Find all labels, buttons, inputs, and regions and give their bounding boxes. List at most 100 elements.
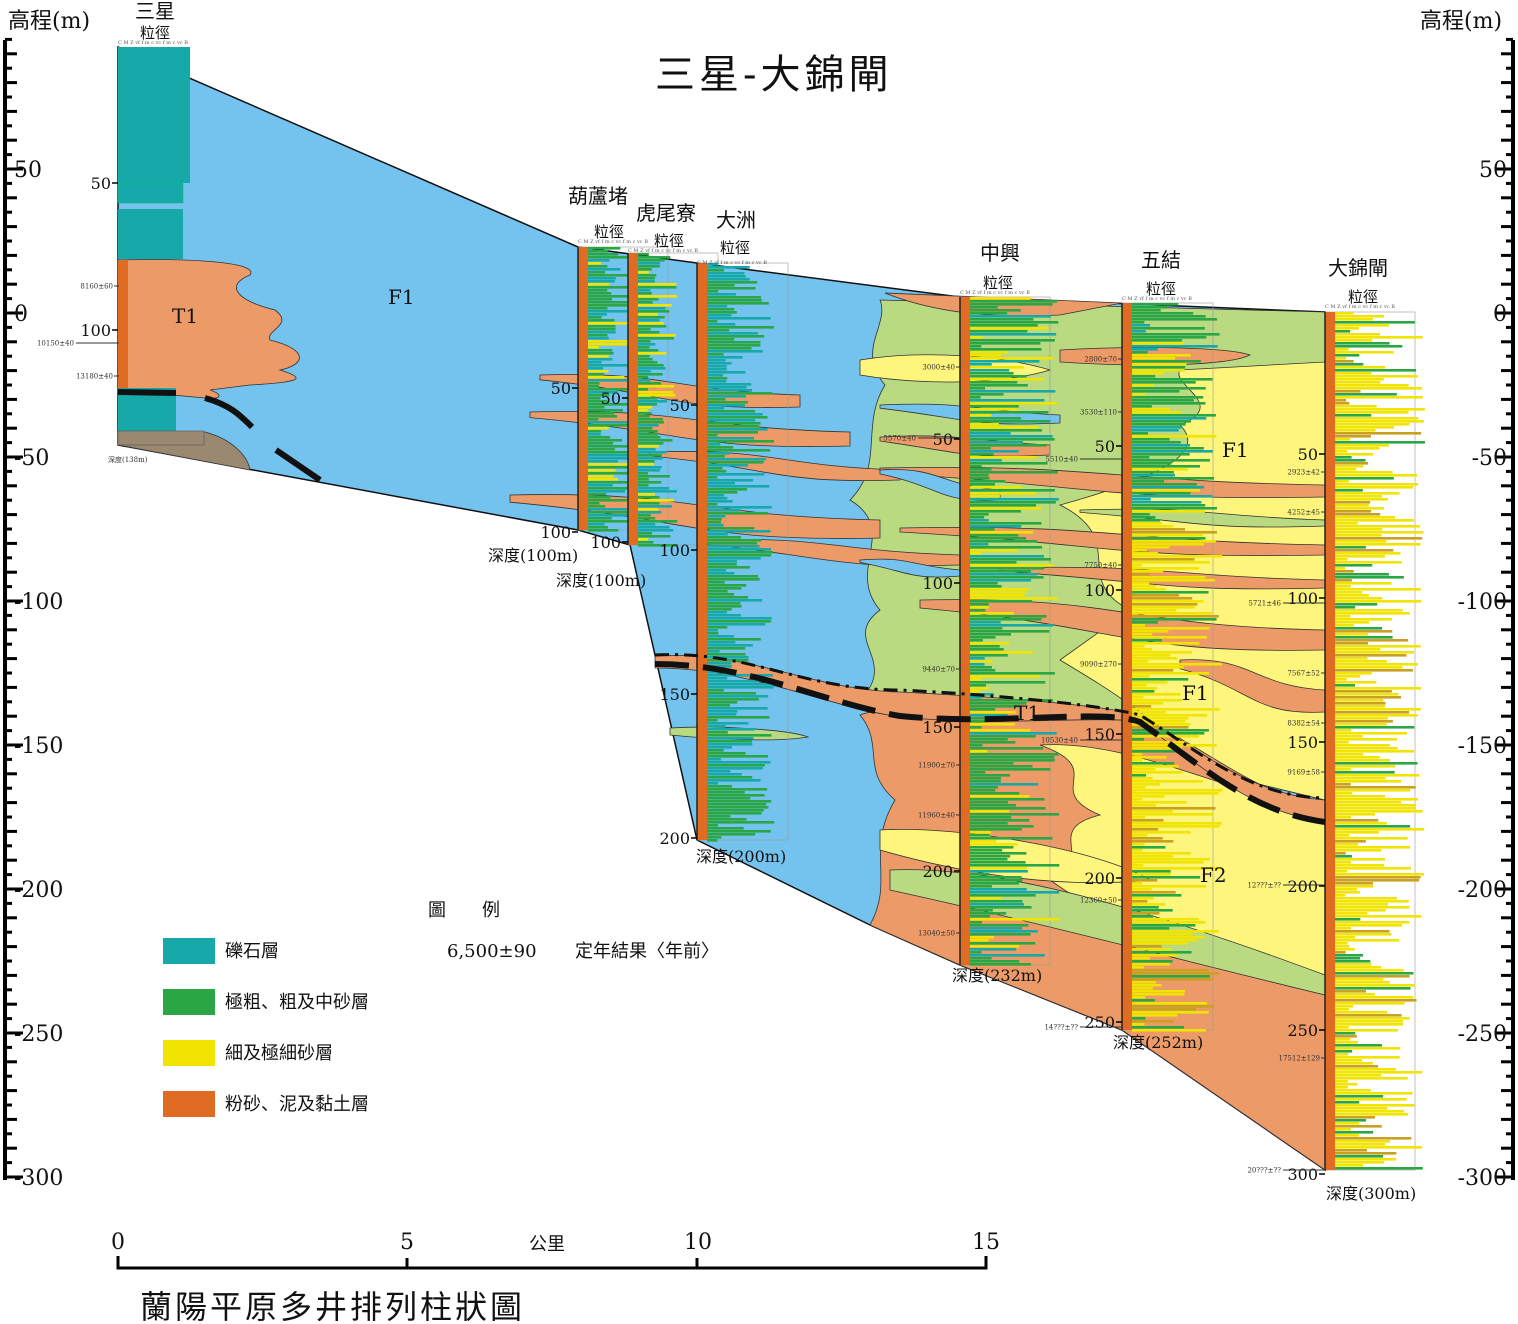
log-bar bbox=[1335, 555, 1385, 558]
log-bar bbox=[638, 403, 657, 406]
log-bar bbox=[638, 361, 658, 364]
depth-tick-label: 200 bbox=[1084, 869, 1115, 888]
log-bar bbox=[638, 343, 656, 346]
log-bar bbox=[1132, 810, 1173, 813]
log-bar bbox=[588, 460, 618, 463]
log-bar bbox=[588, 289, 608, 292]
left-axis-tick-label: -250 bbox=[14, 1022, 63, 1047]
log-bar bbox=[1335, 1161, 1385, 1164]
log-bar bbox=[1335, 1152, 1397, 1155]
log-bar bbox=[638, 394, 676, 397]
log-bar bbox=[638, 325, 667, 328]
log-bar bbox=[1335, 993, 1375, 996]
log-bar bbox=[1335, 699, 1384, 702]
log-bar bbox=[1335, 852, 1346, 855]
log-bar bbox=[1335, 414, 1372, 417]
log-bar bbox=[1335, 948, 1355, 951]
log-bar bbox=[1132, 627, 1210, 630]
log-bar bbox=[1335, 1098, 1407, 1101]
log-bar bbox=[1335, 363, 1364, 366]
log-bar bbox=[707, 536, 741, 539]
grain-size-scale: C M Z vf f m c vc f m c vc B bbox=[1122, 296, 1192, 302]
radiocarbon-date: 10530±40 bbox=[1041, 737, 1078, 745]
log-bar bbox=[1132, 327, 1205, 330]
log-bar bbox=[1132, 1023, 1145, 1026]
log-bar bbox=[1335, 783, 1351, 786]
log-bar bbox=[970, 672, 1055, 675]
log-bar bbox=[588, 403, 630, 406]
log-bar bbox=[970, 690, 981, 693]
log-bar bbox=[1132, 897, 1154, 900]
log-bar bbox=[970, 645, 1000, 648]
log-bar bbox=[1132, 906, 1159, 909]
log-bar bbox=[1132, 1020, 1175, 1023]
figure-caption: 蘭陽平原多井排列柱狀圖 bbox=[140, 1288, 525, 1324]
log-bar bbox=[1335, 465, 1364, 468]
total-depth-label: 深度(138m) bbox=[108, 455, 148, 464]
log-bar bbox=[1132, 621, 1158, 624]
log-bar bbox=[1335, 966, 1382, 969]
log-bar bbox=[588, 412, 615, 415]
log-bar bbox=[1335, 348, 1349, 351]
log-bar bbox=[1335, 1134, 1360, 1137]
log-bar bbox=[588, 457, 637, 460]
left-axis-tick-label: -200 bbox=[14, 878, 63, 903]
sanxing-mud bbox=[118, 260, 128, 388]
log-bar bbox=[970, 534, 1019, 537]
log-bar bbox=[1335, 1101, 1360, 1104]
log-bar bbox=[638, 304, 672, 307]
right-axis-tick-label: -100 bbox=[1458, 590, 1507, 615]
log-bar bbox=[970, 438, 1055, 441]
log-bar bbox=[1335, 357, 1347, 360]
log-bar bbox=[1335, 522, 1358, 525]
log-bar bbox=[1335, 612, 1410, 615]
log-bar bbox=[1335, 456, 1352, 459]
log-bar bbox=[970, 732, 1057, 735]
log-bar bbox=[970, 660, 993, 663]
log-bar bbox=[1335, 894, 1346, 897]
log-bar bbox=[970, 321, 1059, 324]
log-bar bbox=[1132, 657, 1178, 660]
log-bar bbox=[707, 440, 775, 443]
log-bar bbox=[970, 795, 1030, 798]
log-bar bbox=[1335, 1029, 1399, 1032]
log-bar bbox=[1335, 1140, 1390, 1143]
log-bar bbox=[707, 434, 718, 437]
log-bar bbox=[970, 537, 1027, 540]
log-bar bbox=[1335, 882, 1373, 885]
log-bar bbox=[1132, 978, 1214, 981]
log-bar bbox=[1335, 756, 1380, 759]
log-bar bbox=[1335, 396, 1423, 399]
log-bar bbox=[638, 541, 654, 544]
log-bar bbox=[588, 373, 605, 376]
log-bar bbox=[1132, 321, 1145, 324]
log-bar bbox=[588, 256, 634, 259]
log-bar bbox=[588, 451, 634, 454]
log-bar bbox=[707, 455, 725, 458]
log-bar bbox=[707, 722, 749, 725]
log-bar bbox=[1335, 828, 1425, 831]
log-bar bbox=[1335, 771, 1395, 774]
log-bar bbox=[707, 638, 761, 641]
log-bar bbox=[588, 424, 636, 427]
log-bar bbox=[1335, 1122, 1360, 1125]
log-bar bbox=[970, 930, 1038, 933]
log-bar bbox=[1132, 852, 1191, 855]
log-bar bbox=[1335, 1068, 1396, 1071]
log-bar bbox=[970, 351, 1009, 354]
log-bar bbox=[1335, 849, 1382, 852]
log-bar bbox=[707, 356, 743, 359]
log-bar bbox=[1132, 942, 1188, 945]
log-bar bbox=[1335, 501, 1371, 504]
log-bar bbox=[1335, 582, 1392, 585]
log-bar bbox=[1335, 714, 1418, 717]
log-bar bbox=[1335, 531, 1424, 534]
log-bar bbox=[588, 334, 608, 337]
radiocarbon-date: 13040±50 bbox=[918, 930, 955, 938]
log-bar bbox=[638, 265, 660, 268]
log-bar bbox=[707, 623, 766, 626]
log-bar bbox=[638, 469, 660, 472]
log-bar bbox=[1335, 330, 1351, 333]
log-bar bbox=[707, 488, 747, 491]
log-bar bbox=[1132, 582, 1150, 585]
